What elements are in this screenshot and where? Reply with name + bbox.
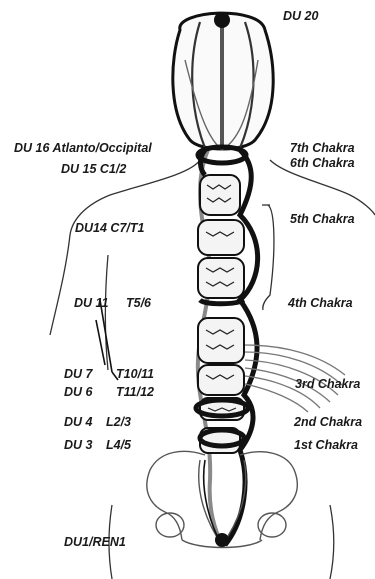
skull [173, 12, 273, 150]
label-du11: DU 11 [74, 297, 109, 310]
label-du1-ren1: DU1/REN1 [64, 536, 126, 549]
label-chakra-6: 6th Chakra [290, 157, 355, 170]
label-du16: DU 16 Atlanto/Occipital [14, 142, 152, 155]
label-du7: DU 7 [64, 368, 92, 381]
leader-lines [96, 300, 118, 380]
label-du4: DU 4 [64, 416, 92, 429]
label-du3-level: L4/5 [106, 439, 131, 452]
label-chakra-1: 1st Chakra [294, 439, 358, 452]
label-chakra-5: 5th Chakra [290, 213, 355, 226]
label-chakra-7: 7th Chakra [290, 142, 355, 155]
label-du3: DU 3 [64, 439, 92, 452]
label-du11-level: T5/6 [126, 297, 151, 310]
label-du14: DU14 C7/T1 [75, 222, 144, 235]
du20-point [214, 12, 230, 28]
label-du6: DU 6 [64, 386, 92, 399]
label-du6-level: T11/12 [116, 386, 154, 399]
label-chakra-3: 3rd Chakra [295, 378, 360, 391]
label-chakra-2: 2nd Chakra [294, 416, 362, 429]
label-du20: DU 20 [283, 10, 318, 23]
label-du15: DU 15 C1/2 [61, 163, 126, 176]
label-du4-level: L2/3 [106, 416, 131, 429]
label-du7-level: T10/11 [116, 368, 154, 381]
label-chakra-4: 4th Chakra [288, 297, 353, 310]
pelvis-dark [204, 460, 222, 545]
du1-point [215, 533, 229, 547]
